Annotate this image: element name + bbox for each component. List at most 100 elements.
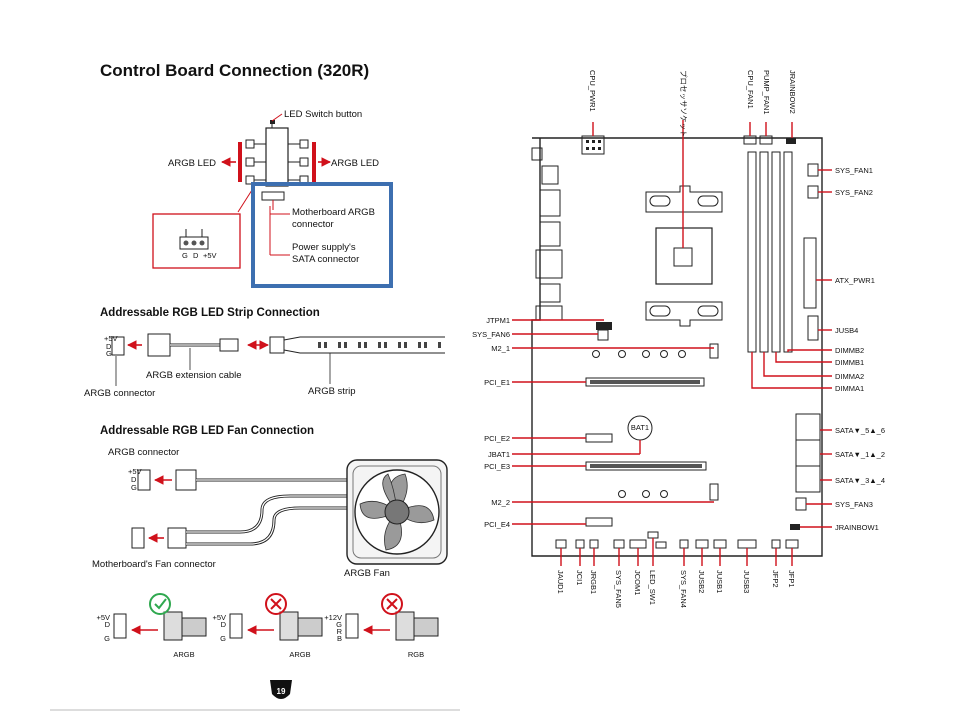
mb-bottom-label-4: JCOM1 — [633, 570, 642, 595]
compat-pin-label: B — [337, 634, 342, 643]
svg-text:+5V: +5V — [128, 467, 142, 476]
cross-icon — [381, 593, 403, 615]
compat-label: ARGB — [289, 650, 310, 659]
mb-bottom-label-9: JUSB3 — [742, 570, 751, 593]
cross-mark-icon — [270, 598, 282, 610]
compat-label: ARGB — [173, 650, 194, 659]
page-number-shield — [270, 680, 292, 699]
compat-connector — [345, 613, 359, 639]
compat-pin-label: +12V — [324, 613, 342, 622]
mb-bottom-label-10: JFP2 — [771, 570, 780, 588]
motherboard-diagram: BAT1 — [531, 135, 823, 557]
svg-text:G: G — [182, 251, 188, 260]
mb-left-label-2: M2_1 — [491, 344, 510, 353]
argb-led-left-label: ARGB LED — [168, 158, 216, 169]
check-mark-icon — [154, 598, 167, 610]
mb-bottom-label-3: SYS_FAN5 — [614, 570, 623, 608]
strip-argb-connector-label: ARGB connector — [84, 388, 155, 399]
cross-icon — [265, 593, 287, 615]
svg-text:D: D — [106, 342, 112, 351]
compat-label: RGB — [408, 650, 424, 659]
mb-right-label-7: DIMMA1 — [835, 384, 864, 393]
mb-left-label-5: JBAT1 — [488, 450, 510, 459]
compat-plug-body — [413, 617, 439, 637]
compat-connector — [113, 613, 127, 639]
mb-top-label-1: プロセッサソケット — [679, 70, 688, 138]
mb-fan-connector-label: Motherboard's Fan connector — [92, 559, 216, 570]
compat-plug — [279, 611, 299, 641]
mb-right-label-3: JUSB4 — [835, 326, 858, 335]
argb-fan-label: ARGB Fan — [344, 568, 390, 579]
mb-argb-label-1: Motherboard ARGB — [292, 207, 375, 218]
svg-text:BAT1: BAT1 — [631, 423, 649, 432]
compat-plug — [395, 611, 415, 641]
compat-pin-label: D — [221, 620, 227, 629]
mb-right-label-12: JRAINBOW1 — [835, 523, 879, 532]
psu-sata-label-1: Power supply's — [292, 242, 356, 253]
highlight-box — [251, 182, 393, 288]
compat-pin-label: R — [337, 627, 343, 636]
led-switch-label: LED Switch button — [284, 109, 362, 120]
compat-pin-label: G — [104, 634, 110, 643]
mb-bottom-label-5: LED_SW1 — [648, 570, 657, 605]
mb-right-label-4: DIMMB2 — [835, 346, 864, 355]
fan-section-title: Addressable RGB LED Fan Connection — [100, 425, 314, 437]
mb-bottom-label-0: JAUD1 — [556, 570, 565, 594]
compat-plug — [163, 611, 183, 641]
mb-right-label-0: SYS_FAN1 — [835, 166, 873, 175]
check-icon — [149, 593, 171, 615]
svg-text:G: G — [131, 483, 137, 492]
leader-lines — [512, 120, 832, 566]
compat-pin-label: G — [220, 634, 226, 643]
extension-cable-label: ARGB extension cable — [146, 370, 242, 381]
svg-text:G: G — [106, 349, 112, 358]
psu-sata-label-2: SATA connector — [292, 254, 359, 265]
mb-right-label-11: SYS_FAN3 — [835, 500, 873, 509]
mb-bottom-label-8: JUSB1 — [715, 570, 724, 593]
control-board-diagram: LED Switch button ARGB LED ARGB LED G D … — [152, 109, 379, 269]
mb-bottom-labels: JAUD1 JCI1 JRGB1 SYS_FAN5 JCOM1 LED_SW1 SYS_FA… — [556, 570, 796, 608]
mb-left-label-8: PCI_E4 — [484, 520, 510, 529]
mb-top-label-2: CPU_FAN1 — [746, 70, 755, 109]
svg-text:+5V: +5V — [104, 334, 118, 343]
mb-right-label-10: SATA▼_3▲_4 — [835, 476, 885, 485]
svg-text:D: D — [193, 251, 199, 260]
mb-bottom-label-1: JCI1 — [575, 570, 584, 585]
mb-top-label-4: JRAINBOW2 — [788, 70, 797, 114]
mb-bottom-label-7: JUSB2 — [697, 570, 706, 593]
mb-left-label-4: PCI_E2 — [484, 434, 510, 443]
svg-text:+5V: +5V — [203, 251, 217, 260]
mb-right-label-5: DIMMB1 — [835, 358, 864, 367]
cross-mark-icon — [386, 598, 398, 610]
mb-bottom-label-11: JFP1 — [787, 570, 796, 588]
mb-right-label-6: DIMMA2 — [835, 372, 864, 381]
mb-top-label-0: CPU_PWR1 — [588, 70, 597, 112]
mb-right-label-8: SATA▼_5▲_6 — [835, 426, 885, 435]
compat-plug-body — [181, 617, 207, 637]
compat-pin-label: G — [336, 620, 342, 629]
mb-left-label-3: PCI_E1 — [484, 378, 510, 387]
mb-left-label-7: M2_2 — [491, 498, 510, 507]
svg-text:D: D — [131, 475, 137, 484]
mb-bottom-label-2: JRGB1 — [589, 570, 598, 594]
mb-right-labels: SYS_FAN1SYS_FAN2ATX_PWR1JUSB4DIMMB2DIMMB… — [835, 166, 885, 532]
mb-bottom-label-6: SYS_FAN4 — [679, 570, 688, 608]
mb-left-label-0: JTPM1 — [486, 316, 510, 325]
compat-pin-label: D — [105, 620, 111, 629]
page-number: 19 — [277, 687, 286, 696]
mb-left-label-1: SYS_FAN6 — [472, 330, 510, 339]
mb-left-label-6: PCI_E3 — [484, 462, 510, 471]
mb-right-label-9: SATA▼_1▲_2 — [835, 450, 885, 459]
mb-right-label-2: ATX_PWR1 — [835, 276, 875, 285]
compat-pin-label: +5V — [212, 613, 226, 622]
mb-left-labels: JTPM1SYS_FAN6M2_1PCI_E1PCI_E2JBAT1PCI_E3… — [472, 316, 510, 529]
strip-section-title: Addressable RGB LED Strip Connection — [100, 307, 320, 319]
compat-connector — [229, 613, 243, 639]
